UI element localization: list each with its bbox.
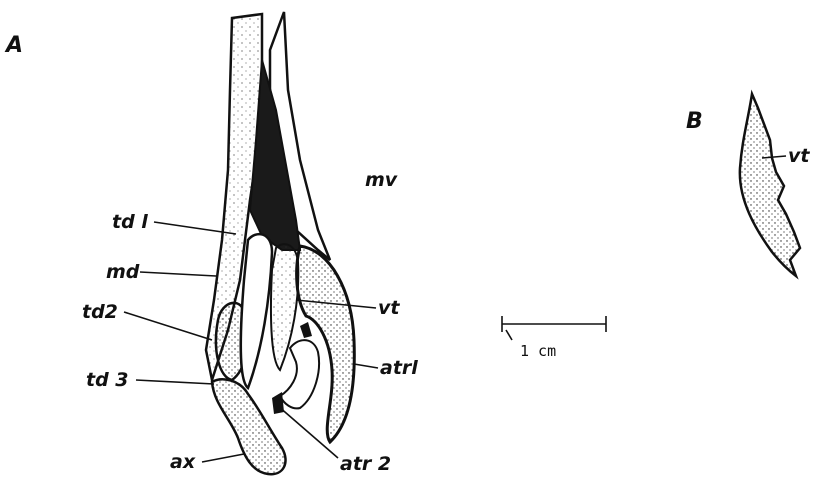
leader-atr1 [354,364,378,368]
specimen-b-drawing [740,94,800,276]
label-td3: td 3 [86,369,129,391]
label-ax: ax [170,451,196,473]
label-td2: td2 [82,301,118,323]
leader-td3 [136,380,214,384]
label-mv: mv [365,169,398,191]
label-md: md [106,261,140,283]
scale-bar: 1 cm [502,316,606,360]
scale-bar-label: 1 cm [520,342,556,360]
leader-ax [202,454,244,462]
label-atr2: atr 2 [340,453,391,475]
panel-b-label: B [686,109,703,134]
panel-a-label: A [4,33,23,58]
label-vt: vt [378,297,400,319]
specimen-a-drawing [206,12,354,474]
leader-td2 [124,312,212,340]
label-vt-b: vt [788,145,810,167]
label-atr1: atrl [380,357,418,379]
leader-md [140,272,216,276]
label-td1: td l [112,211,148,233]
